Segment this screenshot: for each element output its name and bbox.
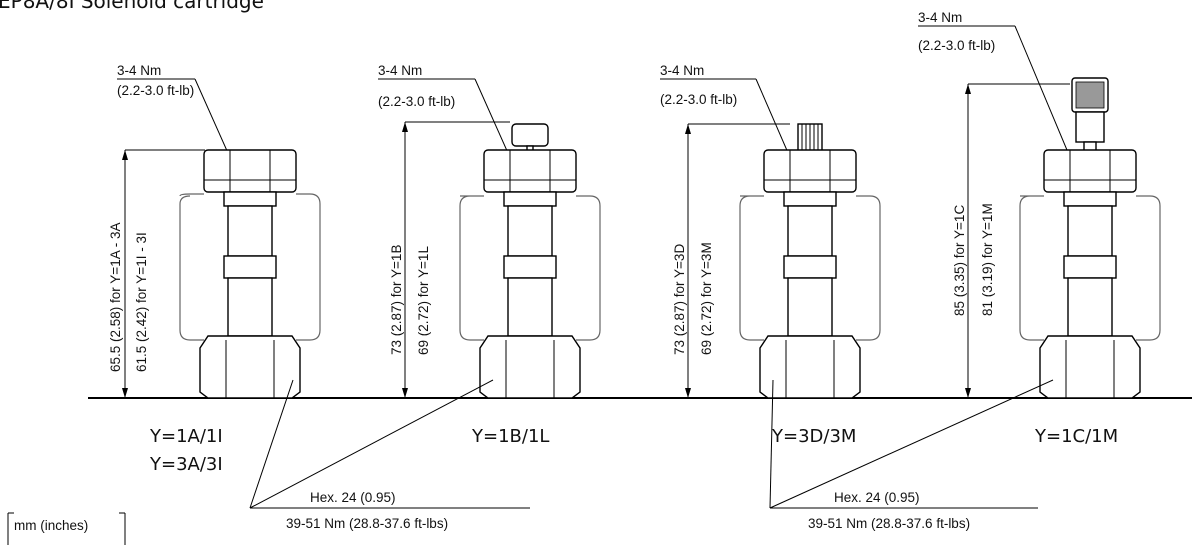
- cartridge-3-dim-a: 73 (2.87) for Y=3D: [672, 244, 687, 355]
- units-label: mm (inches): [14, 518, 88, 533]
- cartridge-2-torque-top-imperial: (2.2-3.0 ft-lb): [378, 94, 455, 109]
- cartridge-3-torque-top: 3-4 Nm: [660, 63, 704, 78]
- cartridge-1-torque-top-imperial: (2.2-3.0 ft-lb): [117, 83, 194, 98]
- cartridge-3: 3-4 Nm (2.2-3.0 ft-lb) 73 (2.87) for Y=3…: [660, 63, 881, 447]
- cartridge-2-dim-a: 73 (2.87) for Y=1B: [389, 245, 404, 355]
- cartridge-3-body: [739, 123, 881, 399]
- cartridge-4-torque-top: 3-4 Nm: [918, 10, 962, 25]
- cartridge-1: 3-4 Nm (2.2-3.0 ft-lb) 65.5 (2.58) for Y…: [108, 63, 321, 475]
- cartridge-4: 3-4 Nm (2.2-3.0 ft-lb) 85 (3.35) for Y=1…: [918, 10, 1161, 447]
- hex-callout-2-torque: 39-51 Nm (28.8-37.6 ft-lbs): [808, 516, 970, 531]
- hex-callout-2: Hex. 24 (0.95) 39-51 Nm (28.8-37.6 ft-lb…: [769, 379, 1054, 531]
- diagram-title: EP8A/8I Solenoid cartridge: [0, 0, 264, 13]
- hex-callout-1: Hex. 24 (0.95) 39-51 Nm (28.8-37.6 ft-lb…: [249, 379, 530, 531]
- cartridge-3-variant-label: Y=3D/3M: [771, 426, 856, 447]
- cartridge-1-variant-label: Y=1A/1I: [149, 426, 223, 447]
- cartridge-4-body: [1019, 77, 1161, 399]
- cartridge-1-body: [179, 149, 321, 399]
- cartridge-3-torque-top-imperial: (2.2-3.0 ft-lb): [660, 92, 737, 107]
- hex-callout-1-torque: 39-51 Nm (28.8-37.6 ft-lbs): [286, 516, 448, 531]
- pushbutton-icon: [511, 123, 549, 147]
- hex-callout-2-hex: Hex. 24 (0.95): [834, 490, 920, 505]
- cartridge-2-body: [459, 123, 601, 399]
- cartridge-1-variant-label-2: Y=3A/3I: [149, 454, 223, 475]
- cartridge-1-torque-top: 3-4 Nm: [117, 63, 161, 78]
- cartridge-2-torque-top: 3-4 Nm: [378, 63, 422, 78]
- cartridge-1-dim-b: 61.5 (2.42) for Y=1I - 3I: [134, 232, 149, 372]
- units-legend: mm (inches): [7, 512, 126, 545]
- cartridge-4-dim-a: 85 (3.35) for Y=1C: [952, 205, 967, 316]
- cartridge-2: 3-4 Nm (2.2-3.0 ft-lb) 73 (2.87) for Y=1…: [378, 63, 601, 447]
- cartridge-2-dim-b: 69 (2.72) for Y=1L: [416, 246, 431, 355]
- cartridge-4-dim-b: 81 (3.19) for Y=1M: [980, 203, 995, 316]
- cartridge-4-torque-top-imperial: (2.2-3.0 ft-lb): [918, 38, 995, 53]
- hex-callout-1-hex: Hex. 24 (0.95): [310, 490, 396, 505]
- cartridge-2-variant-label: Y=1B/1L: [471, 426, 549, 447]
- cartridge-4-variant-label: Y=1C/1M: [1034, 426, 1118, 447]
- cartridge-3-dim-b: 69 (2.72) for Y=3M: [699, 242, 714, 355]
- cartridge-1-dim-a: 65.5 (2.58) for Y=1A - 3A: [108, 223, 123, 372]
